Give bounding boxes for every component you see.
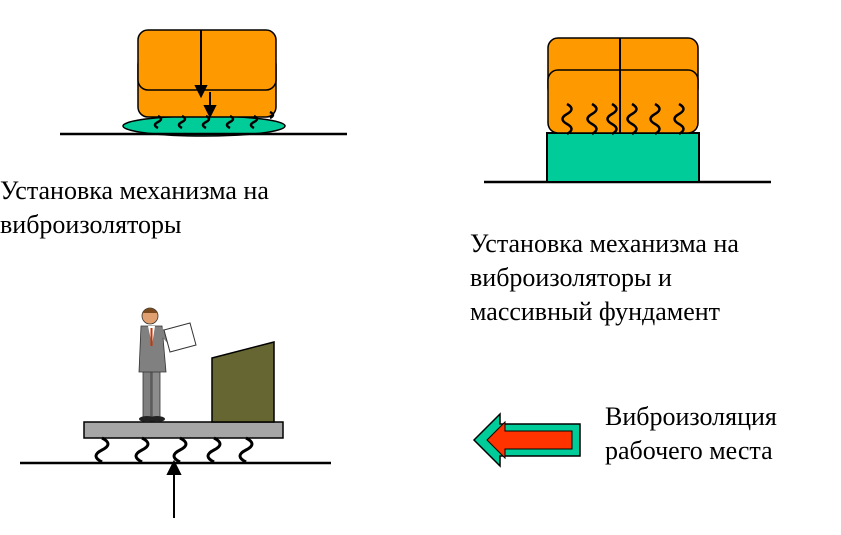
caption-line: массивный фундамент [470, 297, 721, 326]
caption-line: Виброизоляция [605, 402, 777, 431]
caption-machine-on-isolators: Установка механизма на виброизоляторы [0, 174, 269, 242]
caption-line: виброизоляторы [0, 210, 182, 239]
isolated-platform [83, 421, 284, 439]
caption-machine-on-foundation: Установка механизма на виброизоляторы и … [470, 227, 739, 329]
machine-body-upper [137, 29, 277, 91]
workplace-isolation [20, 307, 331, 518]
caption-workplace-isolation: Виброизоляция рабочего места [605, 400, 777, 468]
machine-on-isolators [60, 29, 347, 137]
caption-line: Установка механизма на [470, 229, 739, 258]
massive-foundation [546, 132, 700, 183]
machine-on-foundation [484, 37, 771, 184]
worker-icon [138, 307, 197, 422]
caption-line: виброизоляторы и [470, 263, 672, 292]
caption-line: Установка механизма на [0, 176, 269, 205]
platform-springs [94, 436, 254, 464]
force-arrow-icon [194, 30, 217, 119]
machine-body-lower [547, 69, 699, 134]
vibration-source-arrow-icon [166, 459, 182, 518]
machine-block [211, 341, 275, 423]
isolator-springs [561, 102, 685, 136]
left-arrow-icon [472, 412, 581, 468]
isolator-springs [153, 110, 275, 130]
caption-line: рабочего места [605, 436, 773, 465]
